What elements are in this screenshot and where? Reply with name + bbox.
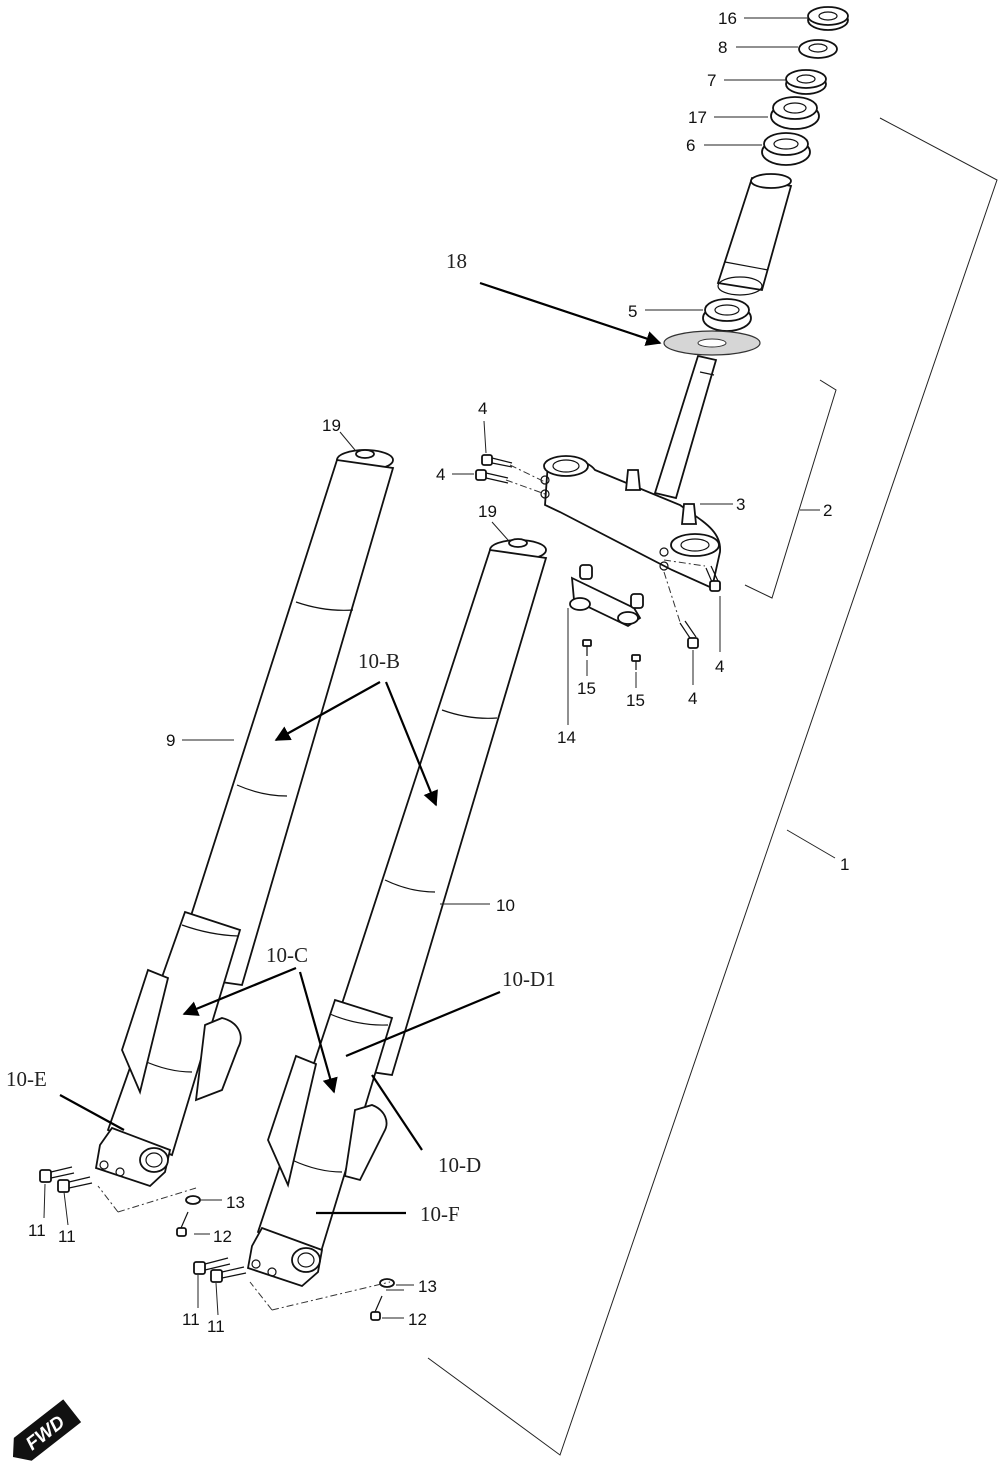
label-11-b: 11: [58, 1227, 76, 1246]
label-8: 8: [718, 38, 727, 57]
label-4-bottom: 4: [688, 689, 697, 708]
label-1: 1: [840, 855, 849, 874]
label-4-top: 4: [478, 399, 487, 418]
label-12-left: 12: [213, 1227, 232, 1246]
assembly-bracket-1: [427, 117, 998, 1456]
label-10: 10: [496, 896, 515, 915]
screws-15: [582, 639, 641, 670]
leader-lines: [43, 17, 808, 1319]
head-tube-sleeve: [716, 173, 793, 296]
label-11-d: 11: [207, 1317, 225, 1336]
bolt-4a: [481, 454, 513, 468]
washer-8: [798, 39, 838, 59]
label-19-right: 19: [478, 502, 497, 521]
label-4-left: 4: [436, 465, 445, 484]
label-10-B: 10-B: [358, 649, 400, 673]
lower-triple-clamp-3: [540, 455, 721, 590]
label-14: 14: [557, 728, 576, 747]
label-4-right: 4: [715, 657, 724, 676]
fwd-direction-arrow: FWD: [12, 1399, 82, 1461]
bolt-4d: [679, 620, 699, 649]
part-labels: 16 8 7 17 6 18 5 4 4 3 2 4 4 15 15 14 19…: [6, 9, 849, 1336]
bearing-17: [770, 96, 820, 130]
lock-nut-16: [807, 6, 849, 31]
label-16: 16: [718, 9, 737, 28]
bearing-6: [761, 132, 811, 166]
label-19-left: 19: [322, 416, 341, 435]
label-10-D: 10-D: [438, 1153, 481, 1177]
axle-pinch-bolts-right: [193, 1257, 395, 1321]
label-6: 6: [686, 136, 695, 155]
clamp-bolts-4: [475, 454, 721, 649]
label-9: 9: [166, 731, 175, 750]
hose-clamp-14: [569, 564, 644, 628]
label-3: 3: [736, 495, 745, 514]
label-7: 7: [707, 71, 716, 90]
dust-seal-18: [663, 330, 761, 356]
label-12-right: 12: [408, 1310, 427, 1329]
callout-arrows: [59, 281, 662, 1215]
assembly-bracket-2: [744, 379, 837, 599]
bearing-5: [702, 298, 752, 332]
steering-stem-shaft: [653, 354, 718, 500]
bolt-4b: [475, 469, 509, 484]
label-10-C: 10-C: [266, 943, 308, 967]
label-10-E: 10-E: [6, 1067, 47, 1091]
bolt-4c: [705, 565, 721, 592]
label-10-F: 10-F: [420, 1202, 460, 1226]
steering-stem-bearing-stack: [653, 6, 849, 500]
fork-leg-left-9: [94, 449, 395, 1188]
label-17: 17: [688, 108, 707, 127]
label-15-b: 15: [626, 691, 645, 710]
label-15-a: 15: [577, 679, 596, 698]
fork-leg-right-10: [246, 538, 548, 1288]
label-18: 18: [446, 249, 467, 273]
label-2: 2: [823, 501, 832, 520]
label-13-left: 13: [226, 1193, 245, 1212]
label-10-D1: 10-D1: [502, 967, 556, 991]
adjusting-nut-7: [785, 69, 827, 95]
label-13-right: 13: [418, 1277, 437, 1296]
label-5: 5: [628, 302, 637, 321]
label-11-c: 11: [182, 1310, 200, 1329]
axle-pinch-bolts-left: [39, 1166, 201, 1237]
label-11-a: 11: [28, 1221, 46, 1240]
